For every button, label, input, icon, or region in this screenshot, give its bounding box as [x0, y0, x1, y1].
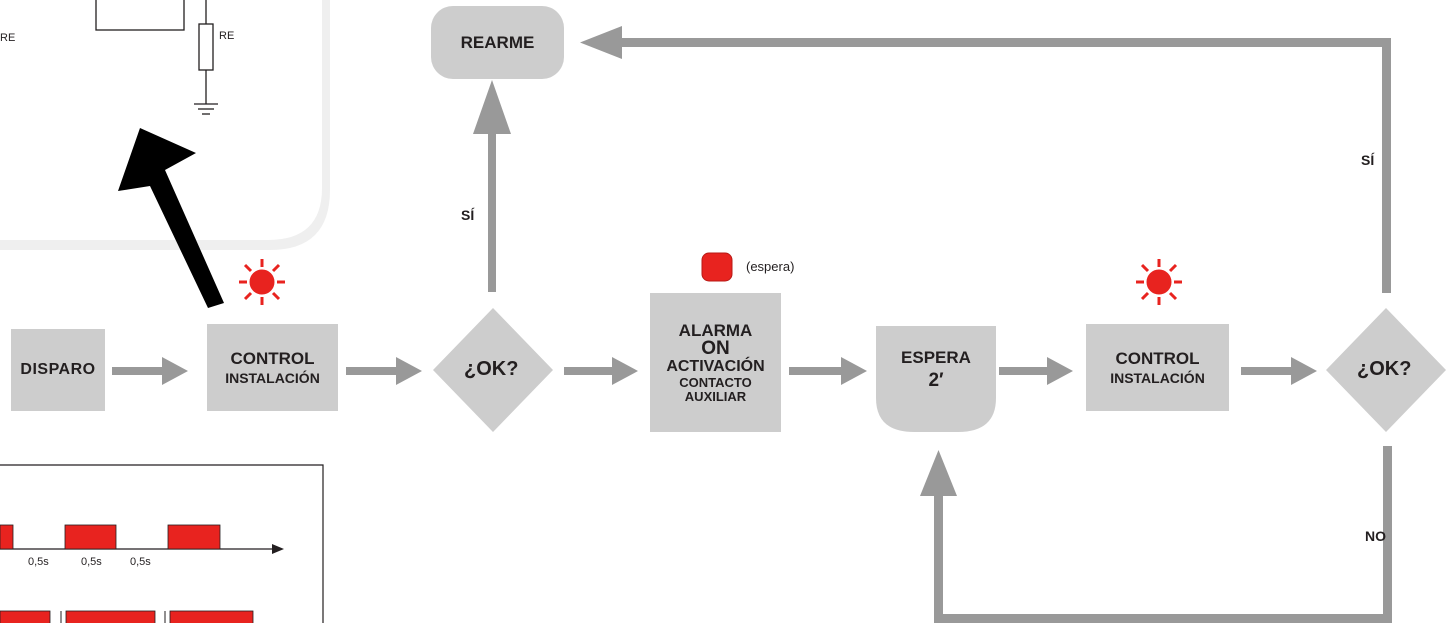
circuit-left-label: RE: [0, 32, 16, 44]
alarma-line4: CONTACTO: [679, 375, 752, 391]
no-label: NO: [1365, 528, 1386, 544]
arrow-ok-alarma: [564, 357, 638, 385]
pointer-arrow-icon: [118, 128, 224, 308]
rearme-box: REARME: [431, 6, 564, 79]
alarma-line2: ON: [701, 338, 730, 360]
arrow-espera-control: [999, 357, 1073, 385]
timing-tick-label: 0,5s: [130, 556, 151, 568]
control-instalacion-box-1: CONTROL INSTALACIÓN: [207, 324, 338, 411]
espera-line1: ESPERA: [901, 348, 971, 368]
arrow-disparo-control: [112, 357, 188, 385]
espera-box: ESPERA 2′: [876, 326, 996, 414]
ok1-label: ¿OK?: [464, 358, 519, 380]
si-left-label: SÍ: [461, 207, 475, 223]
arrow-ok1-rearme: [473, 80, 511, 292]
ok2-label: ¿OK?: [1357, 358, 1412, 380]
timing-inset: [0, 464, 324, 623]
alarma-box: ALARMA ON ACTIVACIÓN CONTACTO AUXILIAR: [650, 293, 781, 432]
rearme-shape: [431, 6, 564, 79]
alarma-line3: ACTIVACIÓN: [666, 358, 765, 376]
arrow-alarma-espera: [789, 357, 867, 385]
arrow-control-ok: [346, 357, 422, 385]
espera-shape: [876, 326, 996, 432]
resistor-label: RE: [219, 30, 235, 42]
arrow-control-ok2: [1241, 357, 1317, 385]
disparo-label: DISPARO: [20, 360, 96, 378]
flow-arrows: [112, 357, 1317, 385]
arrow-ok2-espera: [920, 446, 1392, 623]
timing-tick-label: 0,5s: [28, 556, 49, 568]
si-right-label: SÍ: [1361, 152, 1375, 168]
control1-line1: CONTROL: [230, 348, 315, 368]
circuit-inset: [0, 0, 330, 250]
ok1-diamond: [433, 308, 553, 432]
control1-line2: INSTALACIÓN: [225, 369, 320, 386]
disparo-box: DISPARO: [11, 329, 105, 411]
alarma-line5: AUXILIAR: [684, 388, 747, 404]
control-instalacion-box-2: CONTROL INSTALACIÓN: [1086, 324, 1229, 411]
blinking-led-icon: [1136, 259, 1182, 305]
arrow-ok2-rearme: [580, 26, 1391, 293]
control2-line2: INSTALACIÓN: [1110, 369, 1205, 386]
ok2-diamond: [1326, 308, 1446, 432]
espera-line2: 2′: [928, 369, 944, 391]
timing-tick-label: 0,5s: [81, 556, 102, 568]
alarma-line1: ALARMA: [678, 320, 753, 340]
resistor-icon: [198, 23, 214, 71]
steady-led-icon: [701, 252, 733, 282]
led-legend-label: (espera): [746, 259, 795, 274]
blinking-led-icon: [239, 259, 285, 305]
control2-line1: CONTROL: [1115, 348, 1200, 368]
rearme-label: REARME: [460, 32, 535, 52]
